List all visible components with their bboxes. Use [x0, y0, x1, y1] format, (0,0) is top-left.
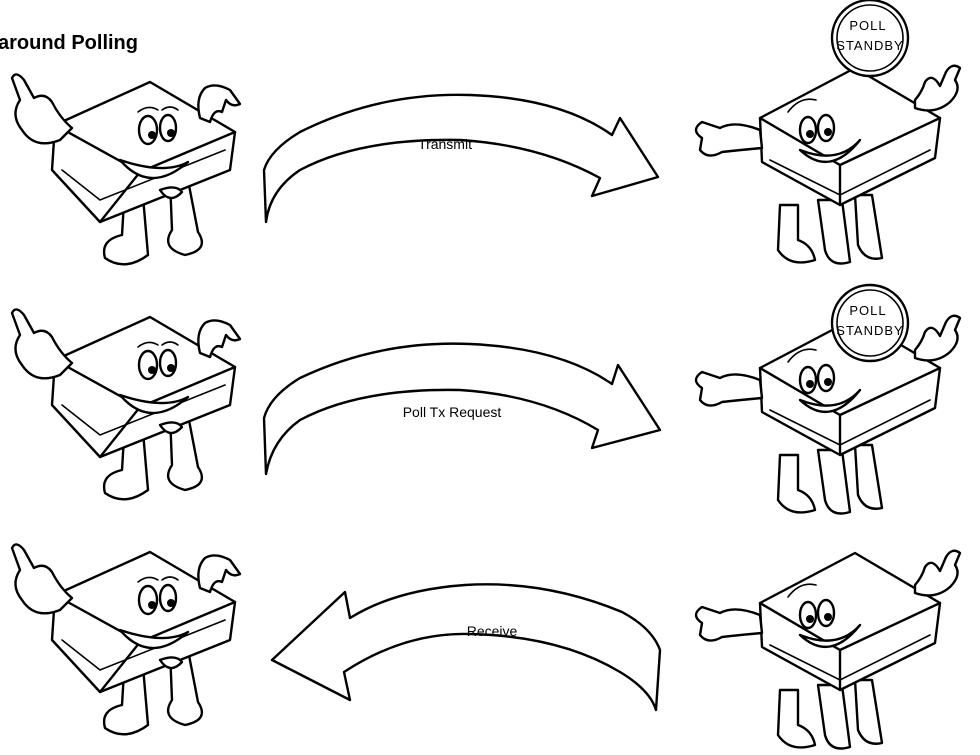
sender-device-1: [10, 73, 242, 266]
coin-text-top: POLL: [849, 18, 886, 33]
diagram-title: around Polling: [0, 32, 138, 54]
receiver-device-3: [694, 549, 962, 750]
coin-text-bottom: STANDBY: [836, 323, 903, 338]
poll-standby-coin-1: POLL STANDBY: [830, 0, 910, 78]
arrow-transmit: Transmit: [262, 93, 660, 224]
coin-text-bottom: STANDBY: [836, 38, 903, 53]
coin-text-top: POLL: [849, 303, 886, 318]
arrow-receive: Receive: [270, 583, 662, 712]
receiver-device-1: [694, 64, 962, 265]
arrow-poll-tx-request: Poll Tx Request: [262, 342, 662, 476]
sender-device-3: [10, 543, 242, 736]
arrow-label-transmit: Transmit: [418, 136, 472, 152]
sender-device-2: [10, 308, 242, 501]
poll-standby-coin-2: POLL STANDBY: [830, 283, 910, 363]
receiver-device-2: [694, 314, 962, 515]
arrow-label-poll-tx-request: Poll Tx Request: [403, 404, 502, 420]
arrow-label-receive: Receive: [467, 623, 518, 639]
